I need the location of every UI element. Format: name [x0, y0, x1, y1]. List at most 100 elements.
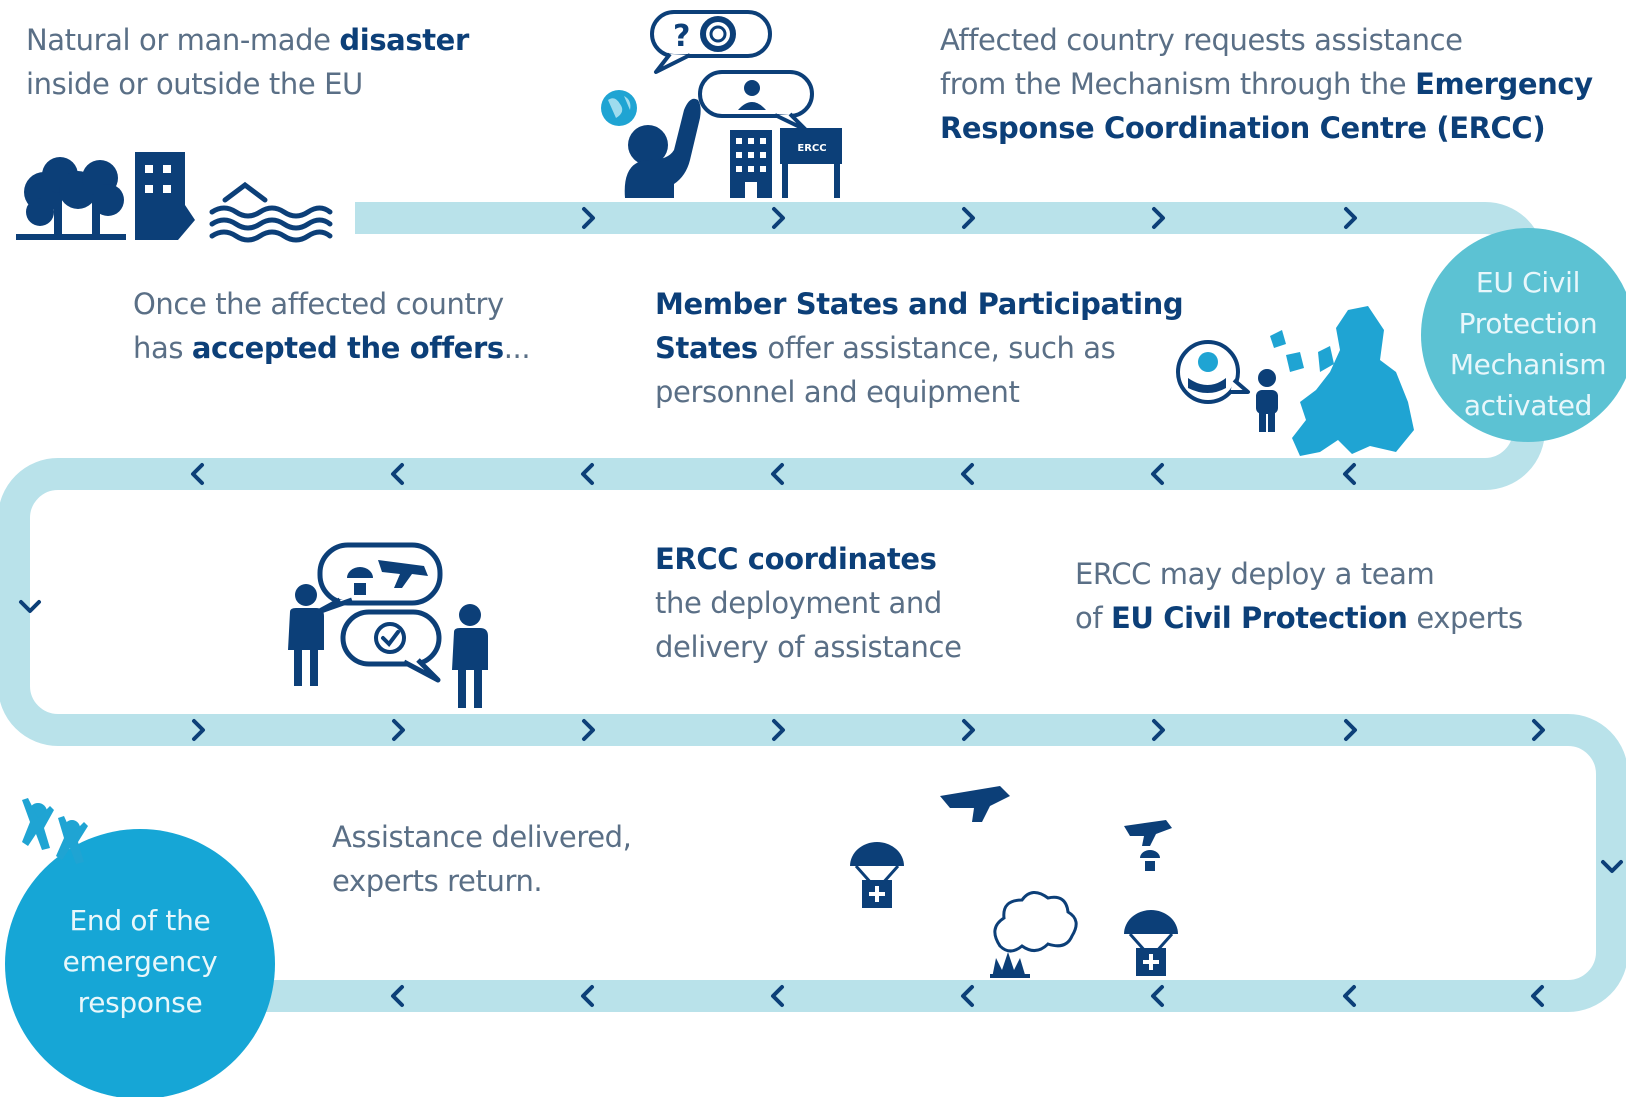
flow-arrow-icon: [962, 207, 975, 229]
flow-arrow-icon: [1531, 985, 1544, 1007]
step-request-text: Affected country requests assistance fro…: [940, 18, 1593, 150]
offer-text-bold2: States: [655, 331, 768, 365]
flow-arrow-icon: [19, 600, 41, 613]
flow-arrow-icon: [772, 719, 785, 741]
deploy-text-line2: of: [1075, 601, 1111, 635]
flow-arrow-icon: [961, 985, 974, 1007]
person-icon: [1256, 369, 1278, 432]
deploy-text-line2-end: experts: [1407, 601, 1523, 635]
building-icon: [135, 152, 195, 240]
accepted-text-bold: accepted the offers: [191, 331, 504, 365]
offer-text-line2: offer assistance, such as: [767, 331, 1116, 365]
request-text-bold2: Response Coordination Centre (ERCC): [940, 111, 1546, 145]
flood-icon: [209, 181, 333, 243]
step-activated-text: EU Civil Protection Mechanism activated: [1421, 262, 1626, 426]
request-text-line2: from the Mechanism through the: [940, 67, 1416, 101]
activated-line2: Protection: [1458, 307, 1598, 340]
flow-arrow-icon: [582, 719, 595, 741]
flow-arrow-icon: [772, 207, 785, 229]
flow-arrow-icon: [962, 719, 975, 741]
flow-arrow-icon: [961, 463, 974, 485]
celebrating-people-icon: [22, 798, 88, 864]
activated-line4: activated: [1463, 389, 1593, 422]
flow-arrow-icon: [581, 985, 594, 1007]
step-deploy-text: ERCC may deploy a team of EU Civil Prote…: [1075, 552, 1523, 640]
coordinate-text-line3: delivery of assistance: [655, 630, 962, 664]
flow-arrow-icon: [1152, 719, 1165, 741]
parachute-icon: [1124, 910, 1178, 976]
coordinate-text-bold: ERCC coordinates: [655, 542, 937, 576]
delivered-text-line1: Assistance delivered,: [332, 820, 632, 854]
flow-arrow-icon: [1151, 985, 1164, 1007]
airplane-icon: [1124, 820, 1172, 846]
flow-arrow-icon: [1343, 463, 1356, 485]
flow-arrow-icon: [1344, 719, 1357, 741]
svg-text:?: ?: [673, 19, 690, 54]
person-icon: [452, 604, 488, 708]
request-text-bold1: Emergency: [1415, 67, 1593, 101]
airplane-icon: [940, 786, 1010, 822]
europe-map-icon: [1270, 306, 1414, 456]
parachute-icon: [347, 567, 373, 595]
flow-arrow-icon: [582, 207, 595, 229]
accepted-text-line2: has: [133, 331, 192, 365]
flow-arrow-icon: [581, 463, 594, 485]
offer-text-bold1: Member States and Participating: [655, 287, 1184, 321]
end-response-circle: [5, 829, 275, 1097]
disaster-text-line2: inside or outside the EU: [26, 67, 363, 101]
activated-line3: Mechanism: [1449, 348, 1607, 381]
checkmark-icon: [374, 622, 406, 654]
request-text-line1: Affected country requests assistance: [940, 23, 1463, 57]
lifebuoy-icon: [700, 16, 736, 52]
flow-arrow-icon: [391, 985, 404, 1007]
end-line2: emergency: [62, 945, 218, 978]
flow-arrow-icon: [1152, 207, 1165, 229]
helping-hand-icon: [1176, 340, 1250, 404]
coordinate-text-line2: the deployment and: [655, 586, 942, 620]
step-end-text: End of the emergency response: [40, 900, 240, 1023]
accepted-text-line1: Once the affected country: [133, 287, 504, 321]
flow-arrow-icon: [1344, 207, 1357, 229]
person-icon: [288, 584, 324, 686]
flow-arrow-icon: [771, 985, 784, 1007]
offer-text-line3: personnel and equipment: [655, 375, 1020, 409]
flow-arrow-icon: [391, 463, 404, 485]
parachute-icon: [850, 842, 904, 908]
disaster-text-line1: Natural or man-made: [26, 23, 340, 57]
activated-line1: EU Civil: [1475, 266, 1581, 299]
accepted-text-ellipsis: ...: [503, 331, 531, 365]
disaster-text-bold: disaster: [339, 23, 469, 57]
globe-icon: [601, 90, 637, 126]
mechanism-activated-circle: [1421, 228, 1626, 442]
waving-person-icon: [624, 98, 701, 198]
flow-arrow-icon: [392, 719, 405, 741]
end-line3: response: [77, 986, 203, 1019]
step-coordinate-text: ERCC coordinates the deployment and deli…: [655, 537, 962, 669]
deploy-text-line1: ERCC may deploy a team: [1075, 557, 1435, 591]
airplane-icon: [378, 560, 428, 588]
flow-arrow-icon: [771, 463, 784, 485]
parachute-icon: [1140, 850, 1160, 871]
flow-arrow-icon: [1601, 860, 1623, 873]
svg-text:ERCC: ERCC: [797, 143, 826, 154]
trees-icon: [16, 157, 126, 240]
step-accepted-text: Once the affected country has accepted t…: [133, 282, 531, 370]
deploy-text-bold: EU Civil Protection: [1110, 601, 1408, 635]
flow-arrow-icon: [192, 719, 205, 741]
office-building-icon: [730, 130, 772, 198]
fire-smoke-icon: [990, 891, 1078, 978]
people-talking-icon: [288, 542, 488, 708]
flow-arrow-icon: [191, 463, 204, 485]
step-disaster-text: Natural or man-made disaster inside or o…: [26, 18, 469, 106]
step-delivered-text: Assistance delivered, experts return.: [332, 815, 632, 903]
end-line1: End of the: [69, 904, 211, 937]
step-offer-text: Member States and Participating States o…: [655, 282, 1184, 414]
speech-bubble-phone-icon: [698, 70, 814, 132]
ercc-sign-icon: ERCC: [780, 128, 842, 198]
flow-arrow-icon: [1532, 719, 1545, 741]
delivered-text-line2: experts return.: [332, 864, 543, 898]
flow-arrow-icon: [1343, 985, 1356, 1007]
flow-arrow-icon: [1151, 463, 1164, 485]
flow-arrows: [19, 207, 1623, 1007]
